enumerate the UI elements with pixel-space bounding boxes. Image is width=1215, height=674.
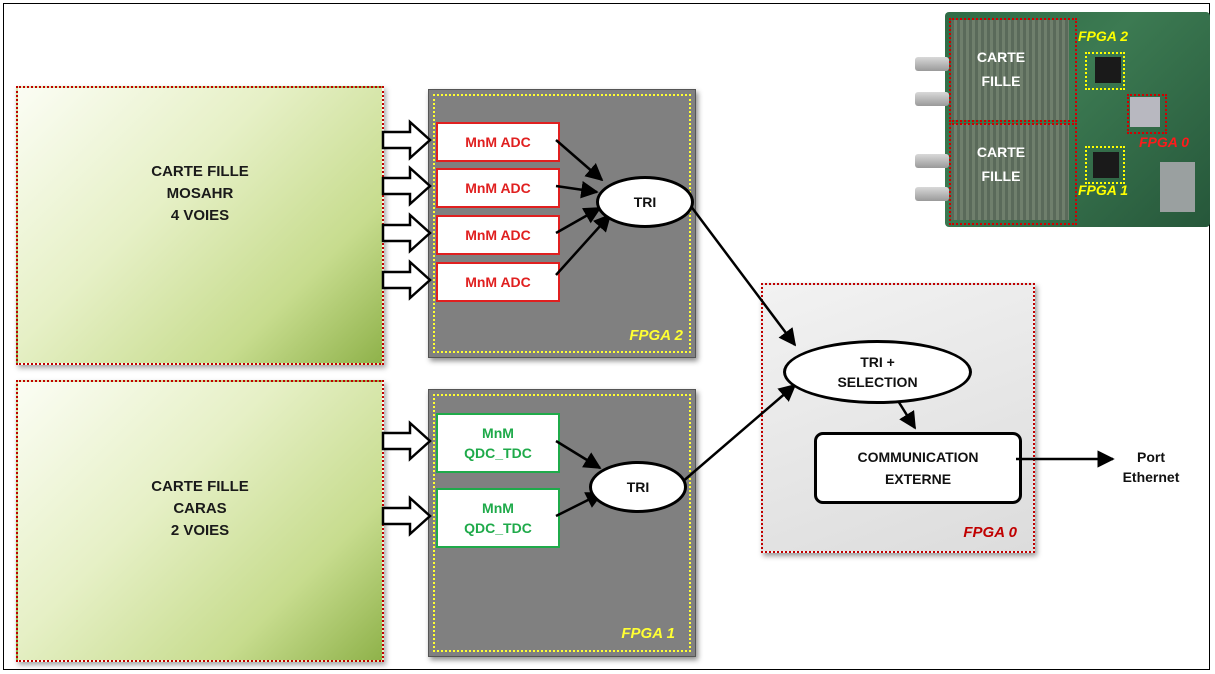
port-line1: Port [1137, 449, 1165, 465]
qdc1-line2: QDC_TDC [464, 445, 532, 461]
mnm-adc-3: MnM ADC [436, 215, 560, 255]
block-arrow-2 [381, 165, 432, 207]
carte-caras-line1: CARTE FILLE [151, 478, 249, 495]
arrow-qdc1-tri [555, 439, 602, 470]
tri-selection-line1: TRI + [860, 354, 895, 370]
arrow-adc4-tri [555, 213, 612, 276]
port-line2: Ethernet [1122, 469, 1180, 485]
photo-fpga0-label: FPGA 0 [1139, 134, 1190, 150]
photo-carte-bottom-label: CARTE FILLE [961, 140, 1041, 188]
qdc1-line1: MnM [482, 425, 514, 441]
mnm-qdc-tdc-2: MnM QDC_TDC [436, 488, 560, 548]
connector-4 [915, 187, 949, 201]
mnm-qdc-tdc-1: MnM QDC_TDC [436, 413, 560, 473]
daughter-card-top [951, 20, 1069, 120]
connector-2 [915, 92, 949, 106]
block-arrow-group-caras [381, 420, 432, 537]
block-arrow-1 [381, 119, 432, 161]
block-arrow-group-mosahr [381, 119, 432, 301]
fpga1-label: FPGA 1 [621, 625, 675, 642]
chip-fpga0 [1130, 97, 1160, 127]
block-arrow-3 [381, 212, 432, 254]
arrow-adc1-tri [555, 139, 604, 182]
carte-caras-line2: CARAS [173, 500, 227, 517]
photo-carte-top-line2: FILLE [981, 73, 1021, 89]
board-photo: CARTE FILLE CARTE FILLE FPGA 2 FPGA 0 FP… [915, 12, 1210, 232]
tri-node-fpga1: TRI [589, 461, 687, 513]
port-ethernet-label: Port Ethernet [1110, 447, 1192, 487]
carte-fille-mosahr: CARTE FILLE MOSAHR 4 VOIES [16, 86, 384, 365]
communication-line2: EXTERNE [884, 471, 952, 487]
chip-fpga1 [1093, 152, 1119, 178]
photo-fpga1-label: FPGA 1 [1078, 182, 1129, 198]
photo-fpga2-box [1085, 52, 1125, 90]
fpga2-dotted-border [433, 94, 691, 353]
qdc2-line2: QDC_TDC [464, 520, 532, 536]
fpga1-dotted-border [433, 394, 691, 652]
photo-carte-bottom-line2: FILLE [981, 168, 1021, 184]
tri-node-fpga2: TRI [596, 176, 694, 228]
photo-fpga0-box [1127, 94, 1167, 134]
tri-selection-node: TRI + SELECTION [783, 340, 972, 404]
block-arrow-4 [381, 259, 432, 301]
photo-fpga1-box [1085, 146, 1125, 184]
arrow-adc2-tri [555, 181, 599, 199]
carte-mosahr-line3: 4 VOIES [170, 207, 230, 224]
diagram-frame [3, 3, 1210, 670]
arrow-adc3-tri [555, 206, 602, 235]
daughter-card-bottom [951, 124, 1069, 220]
carte-mosahr-line1: CARTE FILLE [151, 163, 249, 180]
photo-carte-bottom-box [949, 123, 1077, 225]
carte-caras-line3: 2 VOIES [170, 522, 230, 539]
photo-carte-top-line1: CARTE [976, 49, 1026, 65]
communication-line1: COMMUNICATION [857, 449, 979, 465]
chip-fpga2 [1095, 57, 1121, 83]
connector-3 [915, 154, 949, 168]
carte-mosahr-line2: MOSAHR [166, 185, 234, 202]
fpga0-label: FPGA 0 [963, 524, 1017, 541]
photo-fpga2-label: FPGA 2 [1078, 28, 1129, 44]
fpga2-label: FPGA 2 [629, 327, 683, 344]
photo-carte-top-box [949, 18, 1077, 122]
connector-1 [915, 57, 949, 71]
mnm-adc-4: MnM ADC [436, 262, 560, 302]
block-arrow-5 [381, 420, 432, 462]
mnm-adc-1: MnM ADC [436, 122, 560, 162]
tri-selection-line2: SELECTION [837, 374, 918, 390]
mnm-adc-2: MnM ADC [436, 168, 560, 208]
arrow-tri1-selection [680, 383, 797, 484]
photo-carte-top-label: CARTE FILLE [961, 45, 1041, 93]
block-arrow-6 [381, 495, 432, 537]
photo-carte-bottom-line1: CARTE [976, 144, 1026, 160]
ethernet-jack [1160, 162, 1195, 212]
arrow-tri2-selection [686, 200, 797, 347]
qdc2-line1: MnM [482, 500, 514, 516]
fpga0-block: FPGA 0 [761, 283, 1035, 553]
communication-externe-box: COMMUNICATION EXTERNE [814, 432, 1022, 504]
carte-fille-caras: CARTE FILLE CARAS 2 VOIES [16, 380, 384, 662]
